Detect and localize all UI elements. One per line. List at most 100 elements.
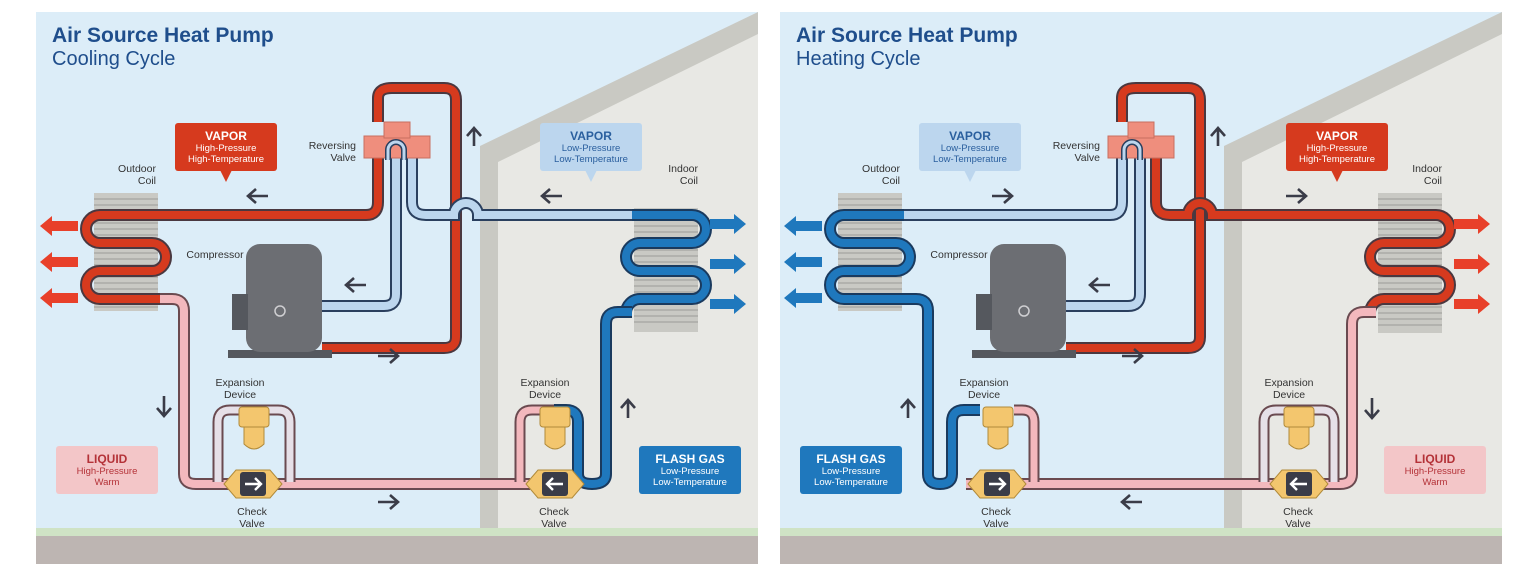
check-valve-right [1269, 469, 1329, 499]
heat-arrows-outdoor [40, 216, 78, 308]
callout-head: FLASH GAS [816, 452, 886, 466]
expansion-device-left-label: Expansion Device [208, 377, 272, 401]
outdoor-coil-label: Outdoor Coil [98, 163, 156, 187]
flash-gas-pipe [554, 306, 632, 491]
label-line: Device [1272, 389, 1306, 401]
expansion-device-right-label: Expansion Device [1254, 377, 1324, 401]
compressor-label: Compressor [930, 249, 988, 261]
label-line: Indoor [1412, 163, 1442, 175]
title-line-1: Air Source Heat Pump [52, 24, 274, 47]
callout-flash-gas: FLASH GAS Low-Pressure Low-Temperature [800, 446, 902, 494]
flow-arrows [900, 126, 1380, 510]
outdoor-coil [824, 193, 916, 311]
indoor-coil [1364, 193, 1456, 333]
expansion-device-right-label: Expansion Device [510, 377, 580, 401]
callout-line: Low-Temperature [653, 477, 727, 488]
callout-line: Low-Temperature [554, 154, 628, 165]
check-valve-left-label: Check Valve [222, 506, 282, 530]
callout-line: High-Pressure [1404, 466, 1466, 477]
flash-gas-pipe [904, 293, 980, 491]
callout-line: Low-Temperature [814, 477, 888, 488]
outdoor-coil [80, 193, 172, 311]
cool-arrows-outdoor [784, 216, 822, 308]
cold-vapor-pipe [322, 154, 632, 312]
reversing-valve-label: Reversing Valve [1040, 140, 1100, 164]
callout-head: VAPOR [1316, 129, 1358, 143]
label-line: Valve [1285, 518, 1311, 530]
callout-pointer [220, 170, 232, 182]
label-line: Expansion [1264, 377, 1314, 389]
title-line-2: Heating Cycle [796, 47, 921, 70]
callout-line: Low-Pressure [561, 143, 621, 154]
diagram-title: Air Source Heat Pump Cooling Cycle [52, 24, 274, 70]
callout-head: FLASH GAS [655, 452, 725, 466]
callout-vapor-low: VAPOR Low-Pressure Low-Temperature [919, 123, 1021, 182]
callout-head: LIQUID [1414, 452, 1456, 466]
label-line: Expansion [520, 377, 570, 389]
expansion-device-left-label: Expansion Device [952, 377, 1016, 401]
compressor [972, 244, 1076, 358]
heating-cycle-diagram: Air Source Heat Pump Heating Cycle Outdo… [780, 12, 1502, 564]
callout-flash-gas: FLASH GAS Low-Pressure Low-Temperature [639, 446, 741, 494]
label-line: Device [223, 389, 257, 401]
expansion-device-left [982, 406, 1014, 450]
callout-line: High-Pressure [195, 143, 257, 154]
expansion-device-left [238, 406, 270, 450]
label-line: Outdoor [118, 163, 156, 175]
indoor-coil-label: Indoor Coil [1386, 163, 1442, 187]
label-line: Valve [983, 518, 1009, 530]
label-line: Valve [1074, 152, 1101, 164]
callout-vapor-high: VAPOR High-Pressure High-Temperature [1286, 123, 1388, 182]
label-line: Coil [679, 175, 698, 187]
callout-line: Warm [1422, 477, 1448, 488]
label-line: Device [967, 389, 1001, 401]
callout-line: High-Pressure [76, 466, 138, 477]
label-line: Expansion [215, 377, 265, 389]
compressor [228, 244, 332, 358]
reversing-valve [1107, 121, 1175, 160]
heat-arrows-indoor [1454, 214, 1490, 314]
label-line: Check [539, 506, 569, 518]
callout-line: High-Temperature [187, 154, 265, 165]
callout-line: High-Temperature [1298, 154, 1376, 165]
callout-pointer [1331, 170, 1343, 182]
indoor-coil [620, 208, 712, 332]
diagram-title: Air Source Heat Pump Heating Cycle [796, 24, 1018, 70]
check-valve-left-label: Check Valve [966, 506, 1026, 530]
callout-head: VAPOR [949, 129, 991, 143]
callout-liquid: LIQUID High-Pressure Warm [1384, 446, 1486, 494]
callout-line: Low-Temperature [933, 154, 1007, 165]
title-line-1: Air Source Heat Pump [796, 24, 1018, 47]
callout-line: High-Pressure [1306, 143, 1368, 154]
cooling-cycle-diagram: Air Source Heat Pump Cooling Cycle Outdo… [36, 12, 758, 564]
label-line: Coil [1423, 175, 1442, 187]
callout-vapor-low: VAPOR Low-Pressure Low-Temperature [540, 123, 642, 182]
label-line: Valve [541, 518, 567, 530]
indoor-coil-label: Indoor Coil [642, 163, 698, 187]
check-valve-right-label: Check Valve [1268, 506, 1328, 530]
callout-head: LIQUID [86, 452, 128, 466]
callout-head: VAPOR [570, 129, 612, 143]
reversing-valve-label: Reversing Valve [296, 140, 356, 164]
check-valve-left [223, 469, 283, 499]
callout-head: VAPOR [205, 129, 247, 143]
expansion-device-right [1283, 406, 1315, 450]
label-line: Indoor [668, 163, 698, 175]
label-line: Coil [881, 175, 900, 187]
label-line: Outdoor [862, 163, 900, 175]
compressor-label: Compressor [186, 249, 244, 261]
callout-line: Low-Pressure [940, 143, 1000, 154]
label-line: Valve [330, 152, 357, 164]
label-line: Coil [137, 175, 156, 187]
callout-line: Low-Pressure [660, 466, 720, 477]
label-line: Reversing [1052, 140, 1100, 152]
reversing-valve [363, 121, 431, 160]
flow-arrows [156, 126, 636, 510]
hot-vapor-pipe [1066, 82, 1376, 354]
label-line: Valve [239, 518, 265, 530]
callout-line: Low-Pressure [821, 466, 881, 477]
callout-pointer [585, 170, 597, 182]
cool-arrows-indoor [710, 214, 746, 314]
check-valve-right-label: Check Valve [524, 506, 584, 530]
callout-vapor-high: VAPOR High-Pressure High-Temperature [175, 123, 277, 182]
